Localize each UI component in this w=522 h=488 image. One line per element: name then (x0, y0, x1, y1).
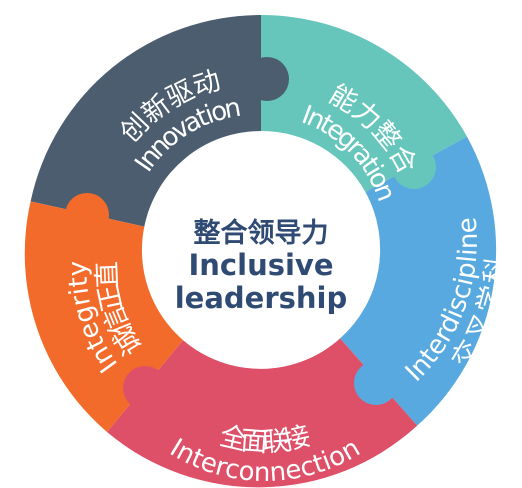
segment-interdiscipline (340, 136, 497, 426)
puzzle-knob-top (245, 57, 289, 101)
segment-interconnection (107, 338, 418, 488)
center-title-en-line2: leadership (175, 281, 348, 315)
puzzle-knob-left (65, 193, 109, 237)
center-title-cn: 整合领导力 (194, 217, 329, 249)
puzzle-knob-bottom-left (123, 366, 167, 410)
puzzle-knob-bottom-right (354, 361, 398, 405)
center-disk (143, 132, 379, 368)
puzzle-knob-right (392, 145, 436, 189)
center-title-en-line1: Inclusive (189, 248, 334, 282)
segment-innovation (30, 14, 261, 227)
